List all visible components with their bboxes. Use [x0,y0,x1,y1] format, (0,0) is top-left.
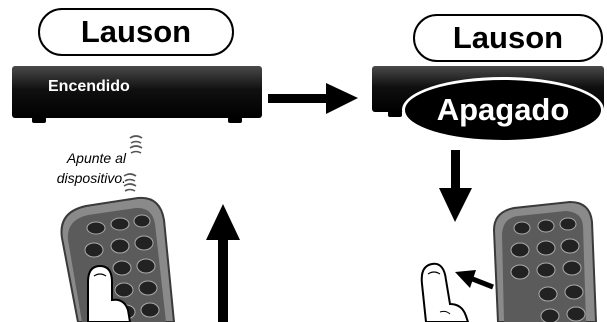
arrow-left-icon [455,270,494,290]
pointing-finger-icon [87,264,132,322]
device-foot [228,117,242,123]
device-box-left [12,66,262,123]
brand-label-left: Lauson [38,8,234,56]
arrow-up-icon [206,204,240,322]
brand-label-right: Lauson [413,14,603,62]
ir-signal-wave-icon [123,173,137,192]
arrow-down-icon [439,150,472,222]
device-status-off-bubble: Apagado [402,77,604,143]
arrow-right-icon [268,83,358,114]
ir-signal-wave-icon [129,135,143,154]
device-foot [32,117,46,123]
instruction-text: Apunte al dispositivo. [56,150,126,186]
device-status-on-label: Encendido [48,78,130,95]
remote-control-icon [492,200,598,322]
pointing-finger-icon [420,262,470,322]
device-foot [388,111,402,117]
